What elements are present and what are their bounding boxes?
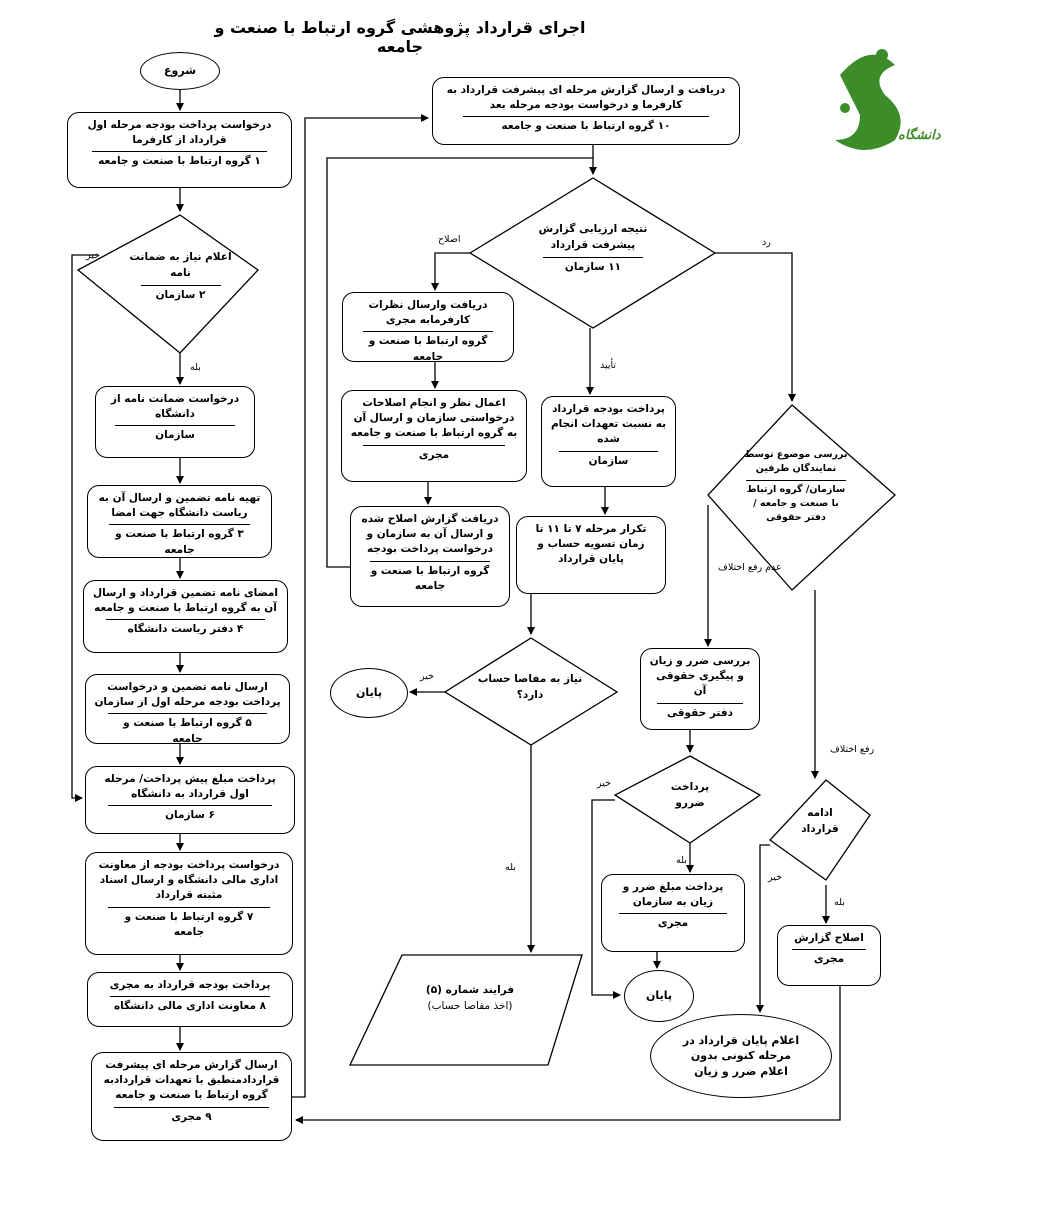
diagram-title: اجرای قرارداد پژوهشی گروه ارتباط با صنعت…: [214, 18, 586, 56]
logo-icon: [835, 49, 901, 150]
decision-evaluation-text: نتیجه ارزیابی گزارش پیشرفت قرارداد ۱۱ سا…: [528, 222, 658, 275]
step-9-actor: ۹ مجری: [113, 1106, 270, 1125]
approve-step-1-actor: سازمان: [558, 450, 659, 469]
step-4-actor: ۴ دفتر ریاست دانشگاه: [106, 619, 265, 637]
label-fix: اصلاح: [438, 234, 461, 245]
fix-step-3-text: دریافت گزارش اصلاح شده و ارسال آن به ساز…: [361, 513, 499, 556]
step-5-actor: ۵ گروه ارتباط با صنعت و جامعه: [108, 713, 267, 746]
approve-step-2: تکرار مرحله ۷ تا ۱۱ تا زمان تسویه حساب و…: [516, 516, 666, 594]
label-approve: تأیید: [600, 360, 617, 371]
end-oval-2: پایان: [624, 970, 694, 1022]
decision-evaluation-question: نتیجه ارزیابی گزارش پیشرفت قرارداد: [538, 223, 648, 251]
label-no-pay: خیر: [597, 778, 611, 789]
decision-review-actor: سازمان/ گروه ارتباط با صنعت و جامعه / دف…: [746, 479, 846, 526]
step-9: ارسال گزارش مرحله ای پیشرفت قراردادمنطبق…: [91, 1052, 292, 1141]
diamond-evaluation: [468, 177, 717, 329]
step-10-actor: ۱۰ گروه ارتباط با صنعت و جامعه: [462, 116, 710, 134]
legal-step-2: پرداخت مبلغ ضرر و زیان به سازمان مجری: [601, 874, 745, 952]
step-4-text: امضای نامه تضمین قرارداد و ارسال آن به گ…: [92, 587, 279, 615]
legal-step-2-text: پرداخت مبلغ ضرر و زیان به سازمان: [622, 881, 724, 909]
decision-guarantee-question: اعلام نیاز به ضمانت نامه: [129, 251, 232, 279]
diamond-review: [707, 404, 896, 591]
fix-step-1-text: دریافت وارسال نظرات کارفرمابه مجری: [368, 299, 488, 327]
step-2a: درخواست ضمانت نامه از دانشگاه سازمان: [95, 386, 255, 458]
step-9-text: ارسال گزارش مرحله ای پیشرفت قراردادمنطبق…: [103, 1059, 280, 1102]
fix-step-3-actor: گروه ارتباط با صنعت و جامعه: [369, 560, 491, 594]
step-3-actor: ۳ گروه ارتباط با صنعت و جامعه: [108, 524, 251, 557]
fix-step-3: دریافت گزارش اصلاح شده و ارسال آن به ساز…: [350, 506, 510, 607]
approve-step-1: پرداخت بودجه قرارداد به نسبت تعهدات انجا…: [541, 396, 676, 487]
label-resolved: رفع اختلاف: [830, 744, 875, 755]
step-6-actor: ۶ سازمان: [108, 805, 272, 823]
correct-report-step: اصلاح گزارش مجری: [777, 925, 881, 986]
step-5: ارسال نامه تضمین و درخواست پرداخت بودجه …: [85, 674, 290, 746]
label-yes-guarantee: بله: [190, 362, 201, 373]
logo-text: دانشگاه الزهراء: [855, 128, 941, 143]
approve-step-2-text: تکرار مرحله ۷ تا ۱۱ تا زمان تسویه حساب و…: [535, 523, 647, 566]
label-yes-settlement: بله: [505, 862, 516, 873]
decision-evaluation-actor: ۱۱ سازمان: [543, 256, 643, 276]
step-8-text: پرداخت بودجه قرارداد به مجری: [109, 979, 271, 991]
correct-report-actor: مجری: [792, 949, 866, 967]
fix-step-1-actor: گروه ارتباط با صنعت و جامعه: [362, 331, 494, 364]
label-no-settlement: خیر: [420, 671, 434, 682]
process5-parallelogram: [348, 954, 583, 1066]
decision-review-text: بررسی موضوع توسط نمایندگان طرفین سازمان/…: [740, 448, 852, 525]
decision-settlement-text: نیاز به مفاصا حساب دارد؟: [477, 673, 583, 701]
step-3-text: تهیه نامه تضمین و ارسال آن به ریاست دانش…: [98, 492, 261, 520]
label-yes-continue: بله: [834, 897, 845, 908]
step-5-text: ارسال نامه تضمین و درخواست پرداخت بودجه …: [94, 681, 281, 709]
process5-subtitle: (اخذ مفاصا حساب): [427, 999, 513, 1012]
end-oval-1: پایان: [330, 668, 408, 718]
step-7: درخواست پرداخت بودجه از معاونت اداری مال…: [85, 852, 293, 955]
step-3: تهیه نامه تضمین و ارسال آن به ریاست دانش…: [87, 485, 272, 558]
step-7-actor: ۷ گروه ارتباط با صنعت و جامعه: [108, 906, 270, 940]
fix-step-1: دریافت وارسال نظرات کارفرمابه مجری گروه …: [342, 292, 514, 364]
approve-step-1-text: پرداخت بودجه قرارداد به نسبت تعهدات انجا…: [550, 403, 667, 446]
fix-step-2: اعمال نظر و انجام اصلاحات درخواستی سازما…: [341, 390, 527, 482]
step-2a-text: درخواست ضمانت نامه از دانشگاه: [110, 393, 240, 421]
process5-title: فرایند شماره (۵): [425, 984, 515, 996]
decision-pay-loss-text: پرداخت ضررو: [670, 781, 710, 809]
university-logo: دانشگاه الزهراء: [800, 40, 970, 160]
decision-guarantee-text: اعلام نیاز به ضمانت نامه ۲ سازمان: [118, 250, 243, 303]
decision-review-question: بررسی موضوع توسط نمایندگان طرفین: [744, 449, 848, 475]
step-6-text: پرداخت مبلغ پیش پرداخت/ مرحله اول قراردا…: [104, 773, 276, 801]
decision-continue-text: ادامه قرارداد: [801, 807, 839, 835]
correct-report-text: اصلاح گزارش: [794, 932, 864, 944]
step-6: پرداخت مبلغ پیش پرداخت/ مرحله اول قراردا…: [85, 766, 295, 834]
step-10: دریافت و ارسال گزارش مرحله ای پیشرفت قرا…: [432, 77, 740, 145]
label-reject: رد: [762, 237, 771, 248]
label-no-guarantee: خیر: [86, 250, 100, 261]
step-1-text: درخواست پرداخت بودجه مرحله اول قرارداد ا…: [87, 119, 272, 147]
label-unresolved: عدم رفع اختلاف: [718, 562, 782, 573]
step-10-text: دریافت و ارسال گزارش مرحله ای پیشرفت قرا…: [446, 84, 726, 112]
label-yes-pay: بله: [676, 855, 687, 866]
step-4: امضای نامه تضمین قرارداد و ارسال آن به گ…: [83, 580, 288, 653]
step-2a-actor: سازمان: [114, 425, 236, 443]
step-7-text: درخواست پرداخت بودجه از معاونت اداری مال…: [98, 859, 280, 902]
start-oval: شروع: [140, 52, 220, 90]
end-oval-3: اعلام پایان قرارداد در مرحله کنونی بدون …: [650, 1014, 832, 1098]
step-8-actor: ۸ معاونت اداری مالی دانشگاه: [110, 996, 270, 1014]
legal-step-2-actor: مجری: [619, 913, 727, 931]
legal-step-1-actor: دفتر حقوقی: [656, 702, 744, 721]
step-1-actor: ۱ گروه ارتباط با صنعت و جامعه: [91, 151, 268, 169]
process5-text: فرایند شماره (۵) (اخذ مفاصا حساب): [395, 983, 545, 1015]
step-1: درخواست پرداخت بودجه مرحله اول قرارداد ا…: [67, 112, 292, 188]
fix-step-2-text: اعمال نظر و انجام اصلاحات درخواستی سازما…: [350, 397, 518, 440]
legal-step-1-text: بررسی ضرر و زیان و پیگیری حقوقی آن: [649, 655, 751, 698]
step-8: پرداخت بودجه قرارداد به مجری ۸ معاونت اد…: [87, 972, 293, 1027]
label-no-continue: خیر: [768, 872, 782, 883]
fix-step-2-actor: مجری: [362, 444, 506, 463]
legal-step-1: بررسی ضرر و زیان و پیگیری حقوقی آن دفتر …: [640, 648, 760, 730]
diamond-continue: [769, 779, 871, 881]
decision-guarantee-actor: ۲ سازمان: [140, 284, 221, 304]
